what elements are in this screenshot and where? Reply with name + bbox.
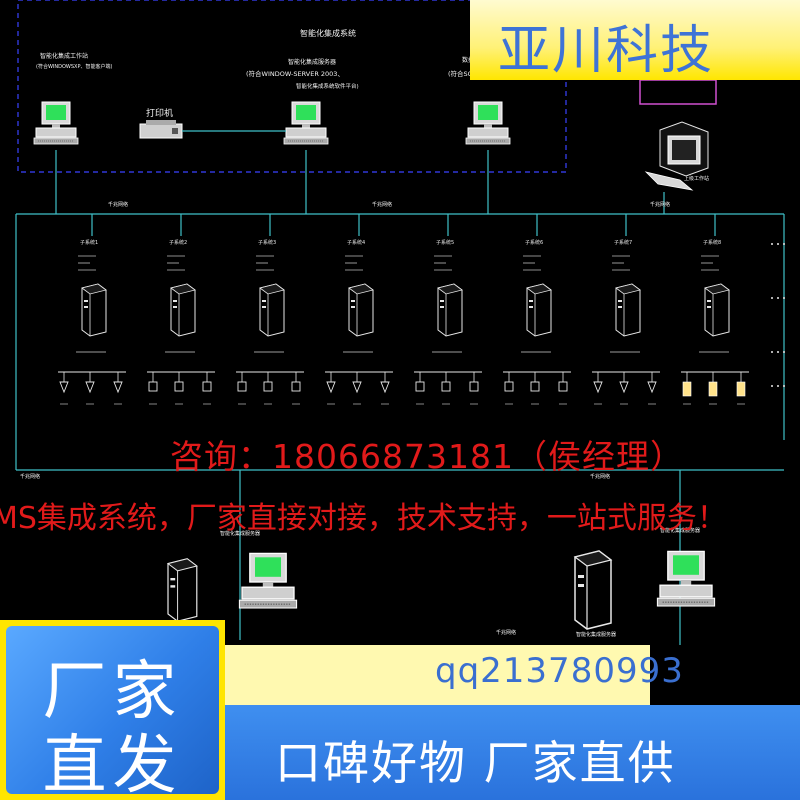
subsystem-column: 子系统5 <box>414 214 482 405</box>
bottom-left-server-icon <box>167 558 198 622</box>
subsystem-server-icon <box>526 283 552 337</box>
network-label-2: 千兆网络 <box>372 201 392 208</box>
server-icon <box>283 101 329 145</box>
server-label: 智能化集成服务器 <box>288 58 336 66</box>
badge-line-2: 直发 <box>42 729 183 800</box>
remote-label: 上级工作站 <box>684 175 709 182</box>
subsystem-server-icon <box>615 283 641 337</box>
center-room-boundary <box>17 0 567 173</box>
network-label-1: 千兆网络 <box>108 201 128 208</box>
more-dots <box>771 243 785 387</box>
bottom-left-label: 智能化集成服务器 <box>220 530 260 537</box>
subsystem-server-icon <box>437 283 463 337</box>
network-label-6: 千兆网络 <box>496 629 516 636</box>
bottom-right-server-icon <box>574 550 612 630</box>
network-label-5: 千兆网络 <box>590 473 610 480</box>
brand-name: 亚川科技 <box>498 21 715 81</box>
printer-icon <box>139 120 183 139</box>
subsystem-column: 子系统6 <box>503 214 571 405</box>
factory-direct-badge: 厂家 直发 <box>0 620 225 800</box>
subsystem-label: 子系统8 <box>703 239 721 246</box>
workstation-label: 智能化集成工作站 <box>40 52 88 60</box>
printer-label: 打印机 <box>146 107 173 119</box>
bottom-right-server-label: 智能化集成服务器 <box>576 631 616 638</box>
slogan-band: 口碑好物 厂家直供 <box>225 705 800 800</box>
subsystem-label: 子系统7 <box>614 239 632 246</box>
subsystem-label: 子系统3 <box>258 239 276 246</box>
bottom-right-workstation-icon <box>656 550 716 607</box>
qq-contact: qq213780993 <box>435 651 684 691</box>
subsystem-server-icon <box>348 283 374 337</box>
network-label-3: 千兆网络 <box>650 201 670 208</box>
qq-band: qq213780993 <box>225 645 683 705</box>
subsystem-label: 子系统1 <box>80 239 98 246</box>
badge-inner: 厂家 直发 <box>6 626 219 800</box>
service-tagline: MS集成系统，厂家直接对接，技术支持，一站式服务！ <box>0 501 727 536</box>
consult-phone: 咨询：18066873181（侯经理） <box>170 437 684 476</box>
subsystem-label: 子系统4 <box>347 239 365 246</box>
top-title: 智能化集成系统 <box>300 28 356 38</box>
workstation-sub: (符合WINDOWSXP、智能客户端) <box>36 63 112 70</box>
subsystem-label: 子系统5 <box>436 239 454 246</box>
network-label-4: 千兆网络 <box>20 473 40 480</box>
subsystem-column: 子系统1 <box>58 214 126 405</box>
bottom-right-label: 智能化集成服务器 <box>660 527 700 534</box>
subsystem-server-icon <box>170 283 196 337</box>
subsystem-column: 子系统7 <box>592 214 660 405</box>
slogan-text: 口碑好物 厂家直供 <box>275 736 676 790</box>
subsystem-column: 子系统4 <box>325 214 393 405</box>
badge-line-1: 厂家 <box>42 655 183 729</box>
server-sub2: 智能化集成系统软件平台) <box>296 82 359 90</box>
subsystem-column: 子系统8 <box>681 214 749 405</box>
server-sub: (符合WINDOW-SERVER 2003、 <box>246 69 344 78</box>
subsystem-label: 子系统2 <box>169 239 187 246</box>
magenta-frame <box>639 79 717 105</box>
db-server-icon <box>465 101 511 145</box>
subsystem-column: 子系统2 <box>147 214 215 405</box>
remote-workstation-icon <box>644 121 709 191</box>
network-backbone <box>15 150 785 645</box>
subsystem-server-icon <box>259 283 285 337</box>
subsystem-server-icon <box>704 283 730 337</box>
bottom-left-workstation-icon <box>238 552 298 609</box>
subsystem-columns: 子系统1 子系统2 子系统3 子系统4 子系统5 子系统6 子系统7 子系统8 <box>58 214 749 405</box>
subsystem-server-icon <box>81 283 107 337</box>
subsystem-label: 子系统6 <box>525 239 543 246</box>
brand-banner <box>470 0 800 80</box>
workstation-icon <box>33 101 79 145</box>
subsystem-column: 子系统3 <box>236 214 304 405</box>
